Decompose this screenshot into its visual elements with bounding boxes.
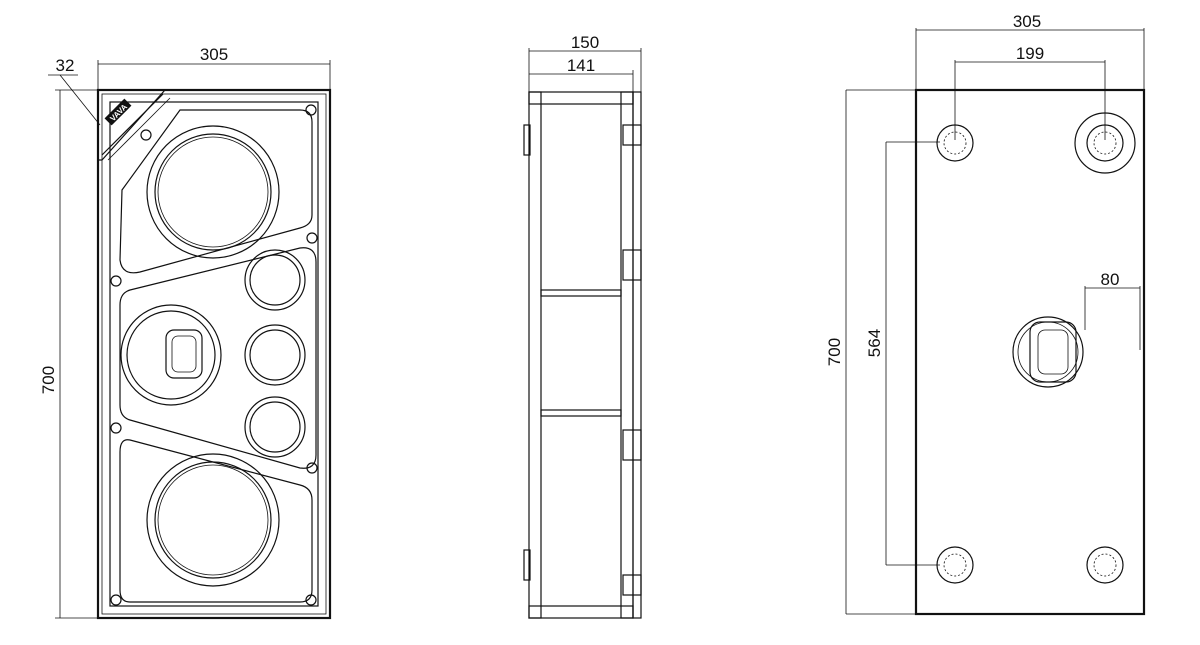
lower-woofer — [154, 461, 272, 579]
side-bottom-wall — [528, 605, 634, 619]
side-top-wall — [528, 91, 634, 105]
front-width-label: 305 — [200, 45, 228, 64]
upper-shelf — [540, 289, 622, 297]
logo-chamfer — [97, 89, 167, 161]
upper-woofer-recess — [119, 109, 313, 274]
lower-midrange-ring — [244, 396, 306, 458]
front-height-label: 700 — [39, 366, 58, 394]
side-front-grille — [632, 91, 642, 619]
outer-depth-label: 150 — [571, 33, 599, 52]
rear-terminal-ring — [1012, 316, 1084, 388]
rear-port-top-right — [1074, 112, 1136, 174]
mid-driver — [126, 310, 216, 400]
lower-woofer-ring — [146, 453, 280, 587]
rear-height-label: 700 — [825, 338, 844, 366]
upper-midrange — [249, 254, 301, 306]
tweeter — [249, 329, 301, 381]
mid-driver-ring — [120, 304, 222, 406]
mid-section-recess — [119, 247, 317, 469]
inner-depth-label: 141 — [567, 56, 595, 75]
rear-width-label: 305 — [1013, 12, 1041, 31]
upper-woofer-ring — [146, 125, 280, 259]
port-spacing-v-label: 564 — [865, 329, 884, 357]
terminal-offset-label: 80 — [1101, 270, 1120, 289]
rear-port-bottom-right — [1086, 546, 1124, 584]
front-baffle — [109, 101, 319, 607]
upper-woofer — [154, 133, 272, 251]
front-cabinet-outline — [96, 88, 332, 620]
lower-woofer-recess — [119, 439, 313, 603]
lower-shelf — [540, 409, 622, 417]
lower-midrange — [249, 401, 301, 453]
front-view: VAVA 305 — [39, 45, 332, 620]
side-section-view: 150 141 — [523, 33, 642, 619]
chamfer-label: 32 — [56, 56, 75, 75]
horn-waveguide — [165, 329, 203, 379]
rear-port-bottom-left — [936, 546, 974, 584]
rear-terminal-plate — [1029, 321, 1077, 383]
side-baffle-wall — [620, 91, 634, 619]
rear-port-top-left — [936, 124, 974, 162]
logo-plate: VAVA — [104, 98, 132, 126]
rear-view: 305 199 700 564 80 — [825, 12, 1146, 616]
port-spacing-h-label: 199 — [1016, 44, 1044, 63]
rear-cabinet-outline — [914, 88, 1146, 616]
upper-midrange-ring — [244, 249, 306, 311]
side-rear-wall — [528, 91, 542, 619]
tweeter-ring — [244, 324, 306, 386]
